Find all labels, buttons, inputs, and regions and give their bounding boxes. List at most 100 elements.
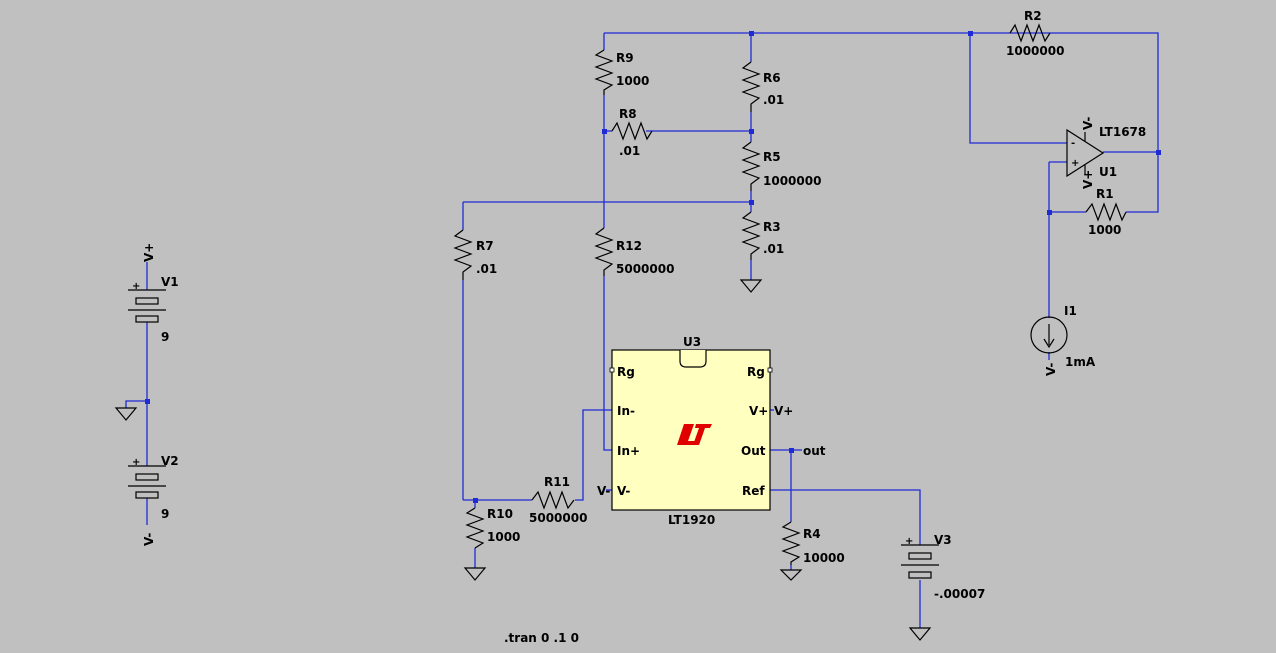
u3-pin-v-plus: V+: [749, 404, 768, 418]
r8-name: R8: [619, 107, 637, 121]
resistor-r10[interactable]: [465, 507, 485, 549]
resistor-r1[interactable]: [1085, 202, 1127, 222]
lt-logo-icon: [677, 424, 712, 445]
v3-value: -.00007: [934, 587, 985, 601]
wire-r12-inplus: [603, 276, 612, 451]
battery-plate: [135, 491, 159, 499]
junction: [145, 399, 150, 404]
pin-marker: [609, 367, 615, 373]
grounds: [114, 279, 932, 641]
v2-name: V2: [161, 454, 179, 468]
battery-plate: [908, 571, 932, 579]
ic-u3[interactable]: [609, 349, 773, 511]
opamp-triangle: [1066, 128, 1105, 178]
junctions: [145, 31, 1161, 503]
ground-icon: [908, 627, 932, 641]
ground-icon: [779, 569, 803, 581]
junction: [473, 498, 478, 503]
resistor-r11[interactable]: [531, 490, 575, 510]
resistor-r6[interactable]: [741, 61, 761, 112]
junction: [602, 129, 607, 134]
pin-marker: [767, 367, 773, 373]
resistor-r8[interactable]: [611, 121, 653, 141]
v1-name: V1: [161, 275, 179, 289]
opamp-u1[interactable]: [1066, 128, 1105, 178]
junction: [749, 200, 754, 205]
resistor-r7[interactable]: [453, 229, 473, 280]
resistor-r12[interactable]: [594, 227, 614, 276]
wires: [125, 32, 1159, 628]
battery-v3[interactable]: [901, 544, 939, 579]
r3-value: .01: [763, 242, 784, 256]
r1-value: 1000: [1088, 223, 1121, 237]
wire-top-rail: [604, 32, 1159, 152]
r8-value: .01: [619, 144, 640, 158]
r12-name: R12: [616, 239, 642, 253]
i1-name: I1: [1064, 304, 1077, 318]
r9-value: 1000: [616, 74, 649, 88]
u3-name: U3: [683, 335, 701, 349]
wire-u1-output: [1103, 151, 1159, 213]
resistor-r5[interactable]: [741, 141, 761, 191]
u3-pin-out: Out: [741, 444, 766, 458]
u3-part: LT1920: [668, 513, 715, 527]
net-vminus-i1: V-: [1044, 363, 1058, 376]
r1-name: R1: [1096, 187, 1114, 201]
resistors: [453, 23, 1127, 565]
r11-name: R11: [544, 475, 570, 489]
ground-icon: [114, 407, 138, 421]
r9-name: R9: [616, 51, 634, 65]
resistor-r3[interactable]: [741, 211, 761, 260]
u3-pin-ref: Ref: [742, 484, 765, 498]
resistor-r9[interactable]: [594, 49, 614, 95]
u1-minus: -: [1071, 138, 1075, 149]
junction: [789, 448, 794, 453]
battery-plate: [135, 473, 159, 481]
junction: [749, 129, 754, 134]
resistor-r2[interactable]: [1009, 23, 1051, 43]
battery-plate: [135, 297, 159, 305]
v1-plus: +: [132, 281, 140, 292]
r2-value: 1000000: [1006, 44, 1064, 58]
u3-pin-rg-left: Rg: [617, 365, 635, 379]
junction: [1156, 150, 1161, 155]
battery-v1[interactable]: [128, 289, 166, 323]
v2-plus: +: [132, 457, 140, 468]
current-source-circle: [1030, 316, 1068, 354]
wire-u1-inverting: [969, 33, 1067, 144]
u3-pin-v-minus: V-: [617, 484, 630, 498]
u3-pin-rg-right: Rg: [747, 365, 765, 379]
junction: [1047, 210, 1052, 215]
u1-name: U1: [1099, 165, 1117, 179]
r7-value: .01: [476, 262, 497, 276]
u1-vminus: V-: [1081, 117, 1095, 130]
arrow-head-icon: [1043, 338, 1055, 349]
current-source-i1[interactable]: [1030, 316, 1068, 354]
net-vplus-top: V+: [142, 243, 156, 262]
r2-name: R2: [1024, 9, 1042, 23]
net-vminus-u3: V-: [597, 484, 610, 498]
junction: [968, 31, 973, 36]
r6-value: .01: [763, 93, 784, 107]
r5-value: 1000000: [763, 174, 821, 188]
i1-value: 1mA: [1065, 355, 1096, 369]
v2-value: 9: [161, 507, 169, 521]
r11-value: 5000000: [529, 511, 587, 525]
v3-plus: +: [905, 536, 913, 547]
resistor-r4[interactable]: [781, 521, 801, 565]
u3-pin-in-plus: In+: [617, 444, 640, 458]
r3-name: R3: [763, 220, 781, 234]
net-vminus-bottom: V-: [142, 533, 156, 546]
wire-r11-inminus: [575, 409, 612, 501]
u1-vplus: V+: [1081, 170, 1095, 189]
ic-notch: [679, 350, 707, 368]
u3-pin-in-minus: In-: [617, 404, 635, 418]
r6-name: R6: [763, 71, 781, 85]
junction: [749, 31, 754, 36]
wire-left-ground: [125, 400, 147, 408]
u1-part: LT1678: [1099, 125, 1146, 139]
spice-directive[interactable]: .tran 0 .1 0: [504, 631, 579, 645]
ground-icon: [739, 279, 763, 293]
r10-name: R10: [487, 507, 513, 521]
battery-v2[interactable]: [128, 465, 166, 499]
